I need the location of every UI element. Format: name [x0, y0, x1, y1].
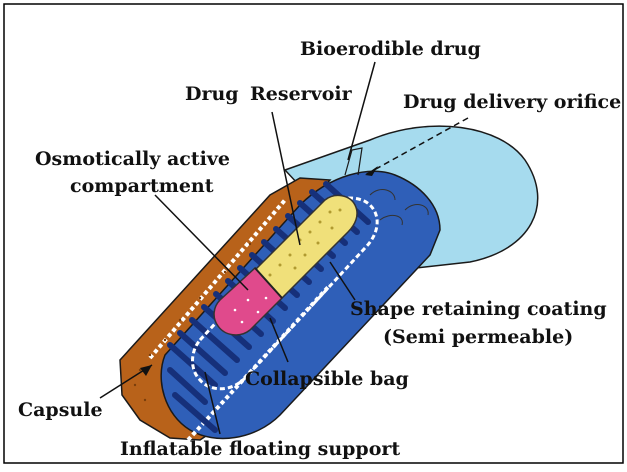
label-reservoir: Reservoir — [250, 83, 353, 105]
label-drug: Drug — [185, 83, 239, 105]
label-drug-delivery-orifice: Drug delivery orifice — [403, 91, 621, 113]
label-shape-line2: (Semi permeable) — [383, 326, 573, 348]
label-shape-line1: Shape retaining coating — [350, 298, 607, 320]
label-collapsible-bag: Collapsible bag — [245, 368, 409, 390]
label-capsule: Capsule — [18, 399, 103, 421]
label-inflatable-support: Inflatable floating support — [120, 438, 400, 460]
label-osmotic-line1: Osmotically active — [35, 148, 230, 170]
label-osmotic-line2: compartment — [70, 175, 214, 197]
label-bioerodible-drug: Bioerodible drug — [300, 38, 481, 60]
